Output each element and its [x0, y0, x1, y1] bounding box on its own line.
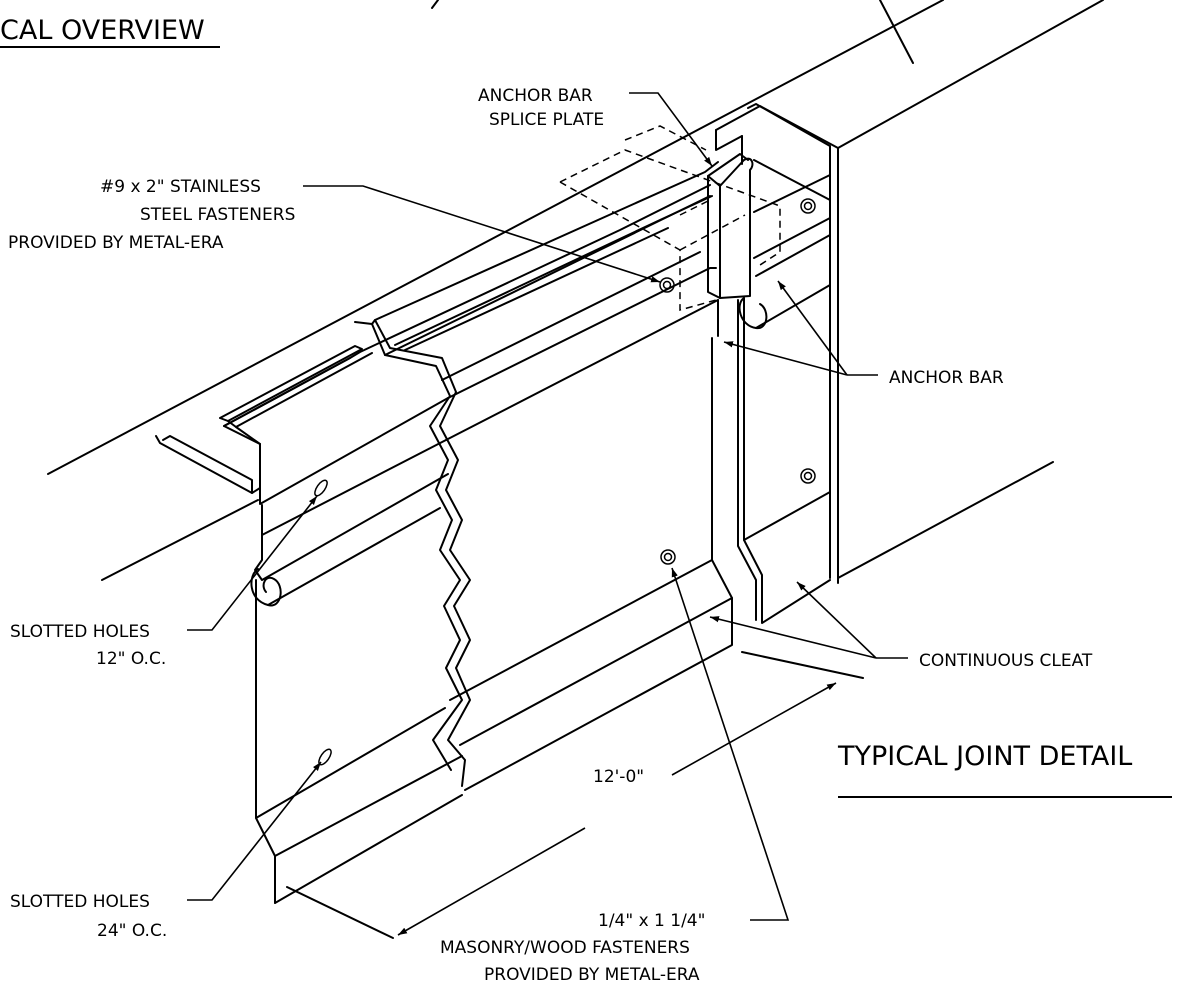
break-lines — [354, 319, 471, 787]
middle-fascia-section — [449, 299, 733, 791]
callout-text: PROVIDED BY METAL-ERA — [8, 233, 224, 253]
callout-text: SPLICE PLATE — [489, 110, 604, 130]
hex-fastener-icon — [659, 277, 675, 293]
callout-masonry-fasteners: 1/4" x 1 1/4" MASONRY/WOOD FASTENERS PRO… — [440, 567, 790, 985]
callout-anchor-bar: ANCHOR BAR — [723, 280, 1004, 388]
hex-fastener-icon — [800, 198, 816, 214]
hex-fastener-icon — [660, 549, 676, 565]
callout-continuous-cleat: CONTINUOUS CLEAT — [709, 581, 1093, 671]
overview-title: CAL OVERVIEW — [0, 15, 220, 48]
callout-text: 1/4" x 1 1/4" — [598, 911, 705, 931]
joint-detail-title-text: TYPICAL JOINT DETAIL — [837, 741, 1132, 772]
joint-detail-title: TYPICAL JOINT DETAIL — [837, 741, 1172, 798]
callout-stainless-fasteners: #9 x 2" STAINLESS STEEL FASTENERS PROVID… — [8, 177, 661, 283]
callout-text: PROVIDED BY METAL-ERA — [484, 965, 700, 985]
hex-fastener-icon — [800, 468, 816, 484]
wall-outline-lines — [47, 0, 1104, 581]
callout-text: #9 x 2" STAINLESS — [100, 177, 261, 197]
callout-text: SLOTTED HOLES — [10, 622, 150, 642]
anchor-bar-assembly — [374, 161, 719, 441]
callout-text: STEEL FASTENERS — [140, 205, 295, 225]
callout-text: ANCHOR BAR — [889, 368, 1004, 388]
dimension-12ft: 12'-0" — [286, 651, 864, 939]
callout-text: 24" O.C. — [97, 921, 167, 941]
callout-slotted-holes-24: SLOTTED HOLES 24" O.C. — [10, 761, 322, 941]
callout-anchor-bar-splice-plate: ANCHOR BAR SPLICE PLATE — [478, 86, 713, 167]
callout-text: CONTINUOUS CLEAT — [919, 651, 1093, 671]
overview-title-text: CAL OVERVIEW — [0, 15, 205, 46]
callout-text: ANCHOR BAR — [478, 86, 593, 106]
callout-slotted-holes-12: SLOTTED HOLES 12" O.C. — [10, 495, 318, 669]
callout-text: SLOTTED HOLES — [10, 892, 150, 912]
callout-text: 12" O.C. — [96, 649, 166, 669]
slotted-hole-icon — [314, 479, 328, 497]
right-coping-section — [715, 103, 839, 624]
left-coping-section — [155, 184, 711, 904]
dimension-label: 12'-0" — [593, 767, 644, 787]
callout-text: MASONRY/WOOD FASTENERS — [440, 938, 690, 958]
splice-plate — [559, 125, 781, 311]
